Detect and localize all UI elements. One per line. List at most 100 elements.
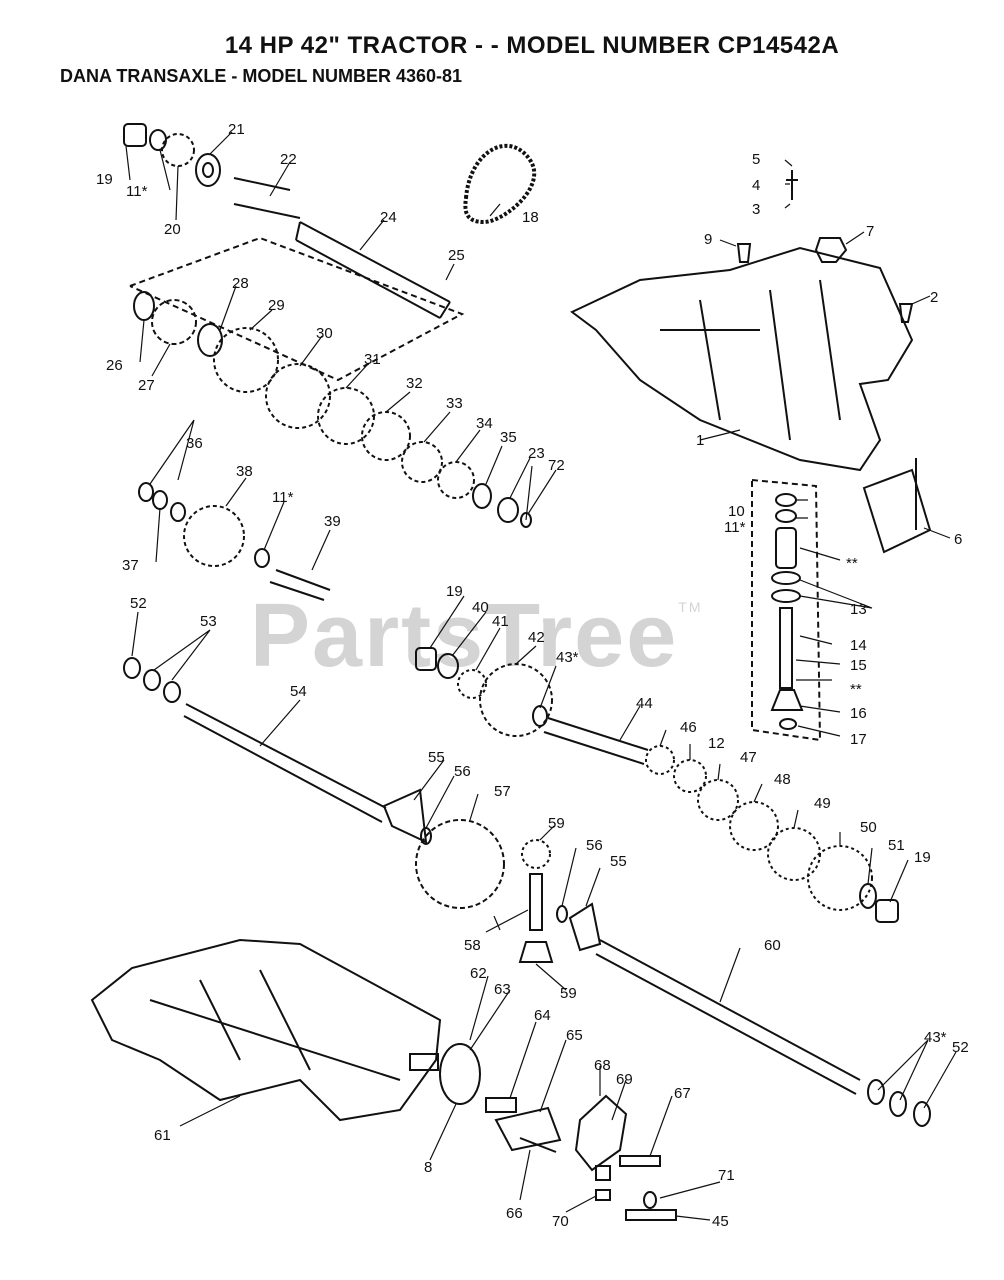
washer-11-right — [775, 509, 797, 523]
callout-54: 54 — [290, 683, 307, 700]
pinion-59-bottom — [518, 941, 554, 963]
washer-53b — [163, 681, 181, 703]
callout-14: 14 — [850, 637, 867, 654]
callout-36: 36 — [186, 435, 203, 452]
washer-53a — [143, 669, 161, 691]
washer-36a — [138, 482, 154, 502]
gear-12 — [673, 759, 707, 793]
callout-15: 15 — [850, 657, 867, 674]
gear-47 — [697, 779, 739, 821]
callout-55-right: 55 — [610, 853, 627, 870]
pinion-59-top — [521, 839, 551, 869]
callout-61: 61 — [154, 1127, 171, 1144]
callout-64: 64 — [534, 1007, 551, 1024]
housing-61-bottom — [90, 938, 442, 1122]
callout-43-right: 43* — [924, 1029, 947, 1046]
callout-57: 57 — [494, 783, 511, 800]
callout-double-star-a: ** — [846, 555, 858, 572]
gear-49 — [767, 827, 821, 881]
callout-11-right: 11* — [724, 519, 746, 536]
axle-60 — [595, 939, 861, 1095]
puck-64 — [485, 1097, 517, 1113]
ring-52-right — [913, 1101, 931, 1127]
callout-double-star-b: ** — [850, 681, 862, 698]
page-title: 14 HP 42" TRACTOR - - MODEL NUMBER CP145… — [224, 32, 840, 59]
callout-24: 24 — [380, 209, 397, 226]
shift-lever-6 — [862, 458, 932, 554]
gear-32 — [361, 411, 411, 461]
callout-8: 8 — [424, 1159, 432, 1176]
callout-19-top: 19 — [96, 171, 113, 188]
callout-59-top: 59 — [548, 815, 565, 832]
callout-55-left: 55 — [428, 749, 445, 766]
gear-34 — [437, 461, 475, 499]
nut-7 — [814, 237, 848, 263]
callout-20: 20 — [164, 221, 181, 238]
callout-60: 60 — [764, 937, 781, 954]
callout-27: 27 — [138, 377, 155, 394]
washer-11-mid — [254, 548, 270, 568]
callout-45: 45 — [712, 1213, 729, 1230]
callout-29: 29 — [268, 297, 285, 314]
gear-48 — [729, 801, 779, 851]
shaft-15 — [779, 607, 793, 689]
callout-43-mid: 43* — [556, 649, 579, 666]
callout-49: 49 — [814, 795, 831, 812]
brake-bracket-65 — [494, 1106, 562, 1152]
lever-66 — [519, 1137, 557, 1153]
callout-25: 25 — [448, 247, 465, 264]
bushing-19-top — [123, 123, 147, 147]
washer-11-top — [149, 129, 167, 151]
ring-17 — [779, 718, 797, 730]
washer-70 — [595, 1189, 611, 1201]
callout-65: 65 — [566, 1027, 583, 1044]
washer-13b — [771, 589, 801, 603]
callout-58: 58 — [464, 937, 481, 954]
gear-33 — [401, 441, 443, 483]
watermark-logo: PartsTreeTM — [250, 585, 703, 688]
washer-51 — [859, 883, 877, 909]
callout-48: 48 — [774, 771, 791, 788]
callout-30: 30 — [316, 325, 333, 342]
callout-22: 22 — [280, 151, 297, 168]
callout-17: 17 — [850, 731, 867, 748]
callout-23: 23 — [528, 445, 545, 462]
callout-10: 10 — [728, 503, 745, 520]
callout-13: 13 — [850, 601, 867, 618]
brake-disc-63 — [439, 1043, 481, 1105]
callout-44: 44 — [636, 695, 653, 712]
shaft-44 — [543, 717, 649, 765]
callout-63: 63 — [494, 981, 511, 998]
callout-21: 21 — [228, 121, 245, 138]
callout-69: 69 — [616, 1071, 633, 1088]
callout-62: 62 — [470, 965, 487, 982]
bolt-2 — [898, 303, 914, 323]
callout-38: 38 — [236, 463, 253, 480]
callout-41: 41 — [492, 613, 509, 630]
detent-5-4-3 — [786, 170, 798, 200]
housing-1-ribs — [660, 279, 841, 441]
callout-67: 67 — [674, 1085, 691, 1102]
bearing-21 — [195, 153, 221, 187]
callout-66: 66 — [506, 1205, 523, 1222]
washer-43-right-b — [889, 1091, 907, 1117]
callout-47: 47 — [740, 749, 757, 766]
callout-68: 68 — [594, 1057, 611, 1074]
callout-59-bottom: 59 — [560, 985, 577, 1002]
washer-13a — [771, 571, 801, 585]
watermark-text: PartsTree — [250, 586, 679, 686]
callout-40: 40 — [472, 599, 489, 616]
callout-53: 53 — [200, 613, 217, 630]
callout-70: 70 — [552, 1213, 569, 1230]
bushing-28 — [197, 323, 223, 357]
group-bracket-top — [129, 236, 465, 382]
washer-35 — [472, 483, 492, 509]
bushing-23 — [497, 497, 519, 523]
callout-56-left: 56 — [454, 763, 471, 780]
washer-36b — [170, 502, 186, 522]
chain-18 — [463, 143, 537, 225]
sprocket-41 — [457, 669, 487, 699]
callout-71: 71 — [718, 1167, 735, 1184]
gear-29 — [213, 327, 279, 393]
callout-19-right: 19 — [914, 849, 931, 866]
